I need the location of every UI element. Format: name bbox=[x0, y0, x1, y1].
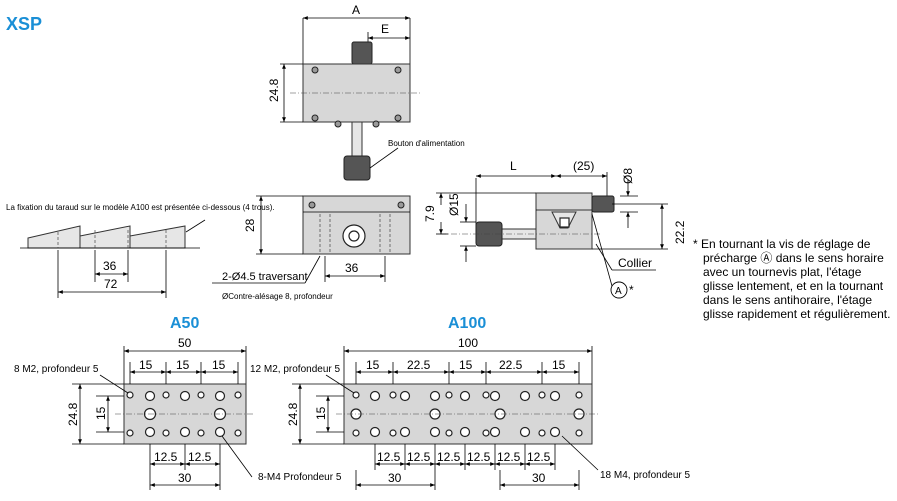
precharge-marker-letter: A bbox=[615, 286, 622, 297]
precharge-marker bbox=[610, 281, 628, 299]
a50-pitch-3: 15 bbox=[212, 358, 226, 372]
dim-7-9: 7.9 bbox=[423, 205, 437, 222]
a100-bottom-6: 12.5 bbox=[527, 450, 551, 464]
side-view: L (25) Ø8 22.2 Ø15 7.9 bbox=[423, 159, 687, 299]
dim-28: 28 bbox=[243, 218, 257, 232]
a100-h24-8: 24.8 bbox=[286, 402, 300, 426]
note-line-3: avec un tournevis plat, l'étage bbox=[703, 265, 862, 279]
a100-30-right: 30 bbox=[532, 471, 546, 485]
a100-pitch-4: 22.5 bbox=[499, 358, 523, 372]
precharge-asterisk: * bbox=[629, 283, 634, 297]
a100-pitch-3: 15 bbox=[459, 358, 473, 372]
traversant-label: 2-Ø4.5 traversant bbox=[222, 271, 308, 283]
a100-bottom-1: 12.5 bbox=[377, 450, 401, 464]
a50-pitch-1: 15 bbox=[139, 358, 153, 372]
a50-pitch-2: 15 bbox=[176, 358, 190, 372]
page-title: XSP bbox=[6, 14, 42, 34]
a50-bottom-holes-label: 8-M4 Profondeur 5 bbox=[258, 472, 342, 483]
dim-22-2: 22.2 bbox=[673, 220, 687, 244]
note-line-5: dans le sens antihoraire, l'étage bbox=[703, 293, 872, 307]
dim-24-8: 24.8 bbox=[267, 78, 281, 102]
a50-top-holes-label: 8 M2, profondeur 5 bbox=[14, 364, 99, 375]
left-dim-72: 72 bbox=[104, 277, 118, 291]
a100-30-left: 30 bbox=[388, 471, 402, 485]
fixation-sketch: La fixation du taraud sur le modèle A100… bbox=[6, 203, 275, 298]
dim-e: E bbox=[381, 22, 389, 36]
a100-h15: 15 bbox=[314, 406, 328, 420]
a100-bottom-3: 12.5 bbox=[437, 450, 461, 464]
dim-36: 36 bbox=[345, 261, 359, 275]
a100-bottom-5: 12.5 bbox=[497, 450, 521, 464]
dim-phi15: Ø15 bbox=[447, 193, 461, 216]
a50-h24-8: 24.8 bbox=[66, 402, 80, 426]
note-line-6: glisse rapidement et régulièrement. bbox=[703, 307, 890, 321]
collier-label: Collier bbox=[618, 256, 652, 270]
preload-screw bbox=[591, 195, 615, 213]
a100-view: A100 100 15 22.5 15 22.5 15 24.8 bbox=[250, 315, 690, 490]
dim-l: L bbox=[510, 159, 517, 173]
bouton-label: Bouton d'alimentation bbox=[388, 139, 465, 148]
left-dim-36: 36 bbox=[103, 259, 117, 273]
contre-label: ØContre-alésage 8, profondeur bbox=[222, 292, 333, 301]
fixation-label: La fixation du taraud sur le modèle A100… bbox=[6, 203, 275, 212]
note-line-4: glisse lentement, et en la tournant bbox=[703, 279, 884, 293]
feed-shaft bbox=[351, 121, 363, 157]
a100-bottom-holes-label: 18 M4, profondeur 5 bbox=[600, 470, 690, 481]
note-line-1: * En tournant la vis de réglage de bbox=[693, 237, 871, 251]
a50-30: 30 bbox=[178, 471, 192, 485]
note-line-2: précharge Ⓐ dans le sens horaire bbox=[703, 251, 884, 265]
a50-total: 50 bbox=[178, 336, 192, 350]
dim-phi8: Ø8 bbox=[621, 168, 635, 184]
a100-pitch-5: 15 bbox=[552, 358, 566, 372]
dim-a: A bbox=[352, 3, 360, 17]
a100-bottom-4: 12.5 bbox=[467, 450, 491, 464]
a50-bottom-1: 12.5 bbox=[154, 450, 178, 464]
a100-total: 100 bbox=[458, 336, 478, 350]
a100-top-holes-label: 12 M2, profondeur 5 bbox=[250, 364, 340, 375]
knob-top bbox=[351, 41, 373, 65]
a50-view: A50 50 15 15 15 24.8 15 8 M2, profondeur… bbox=[14, 315, 342, 490]
front-view: 28 36 2-Ø4.5 traversant ØContre-alésage … bbox=[212, 195, 411, 301]
a100-subtitle: A100 bbox=[448, 315, 486, 332]
a50-bottom-2: 12.5 bbox=[188, 450, 212, 464]
feed-knob bbox=[343, 155, 371, 181]
top-view: A E 24.8 Bouton d'alimentation bbox=[267, 3, 465, 181]
dim-25: (25) bbox=[573, 159, 594, 173]
a100-pitch-1: 15 bbox=[366, 358, 380, 372]
a100-pitch-2: 22.5 bbox=[407, 358, 431, 372]
precharge-note: * En tournant la vis de réglage de préch… bbox=[693, 237, 890, 321]
a100-bottom-2: 12.5 bbox=[407, 450, 431, 464]
a50-subtitle: A50 bbox=[170, 315, 199, 332]
a50-h15: 15 bbox=[94, 406, 108, 420]
